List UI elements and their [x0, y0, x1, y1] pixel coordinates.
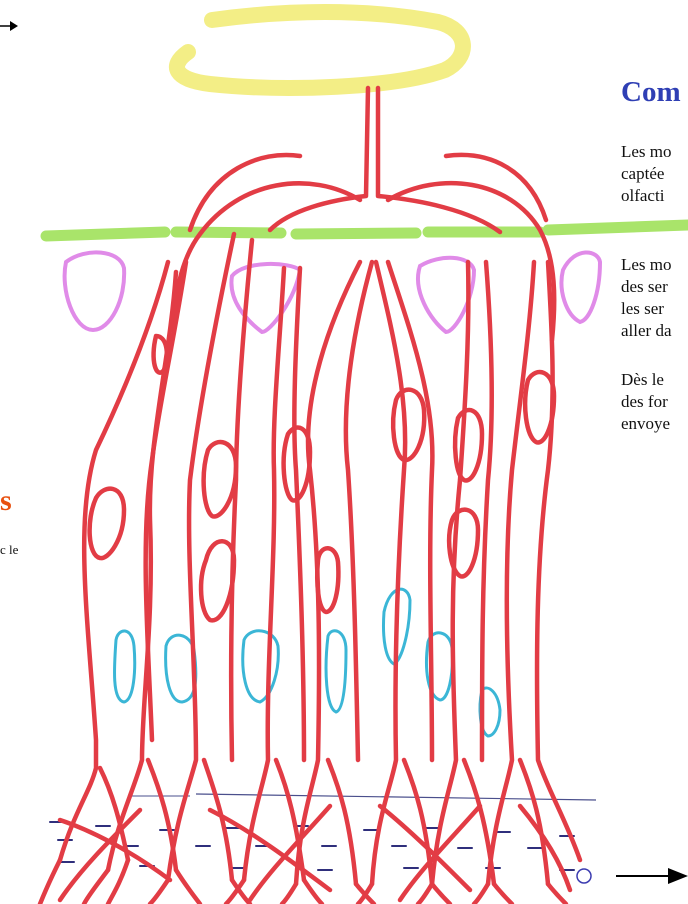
paragraph-2-line-1: Les mo — [621, 254, 672, 276]
olfactory-bulb — [177, 12, 463, 88]
section-heading: Com — [621, 76, 681, 109]
paragraph-2-line-3: les ser — [621, 298, 664, 320]
olfactory-neurons — [40, 88, 591, 904]
epithelium-band — [46, 225, 688, 236]
paragraph-3-line-2: des for — [621, 391, 668, 413]
left-fragment-text: c le — [0, 542, 18, 558]
bottom-right-arrow — [616, 868, 688, 884]
paragraph-3-line-3: envoye — [621, 413, 670, 435]
basal-cells — [114, 589, 500, 736]
paragraph-1-line-2: captée — [621, 163, 664, 185]
paragraph-2-line-2: des ser — [621, 276, 668, 298]
top-left-arrow — [0, 21, 18, 31]
paragraph-1-line-3: olfacti — [621, 185, 664, 207]
paragraph-1-line-1: Les mo — [621, 141, 672, 163]
left-fragment-title: s — [0, 484, 12, 518]
paragraph-3-line-1: Dès le — [621, 369, 664, 391]
mucus-surface-line — [196, 794, 596, 800]
paragraph-2-line-4: aller da — [621, 320, 672, 342]
